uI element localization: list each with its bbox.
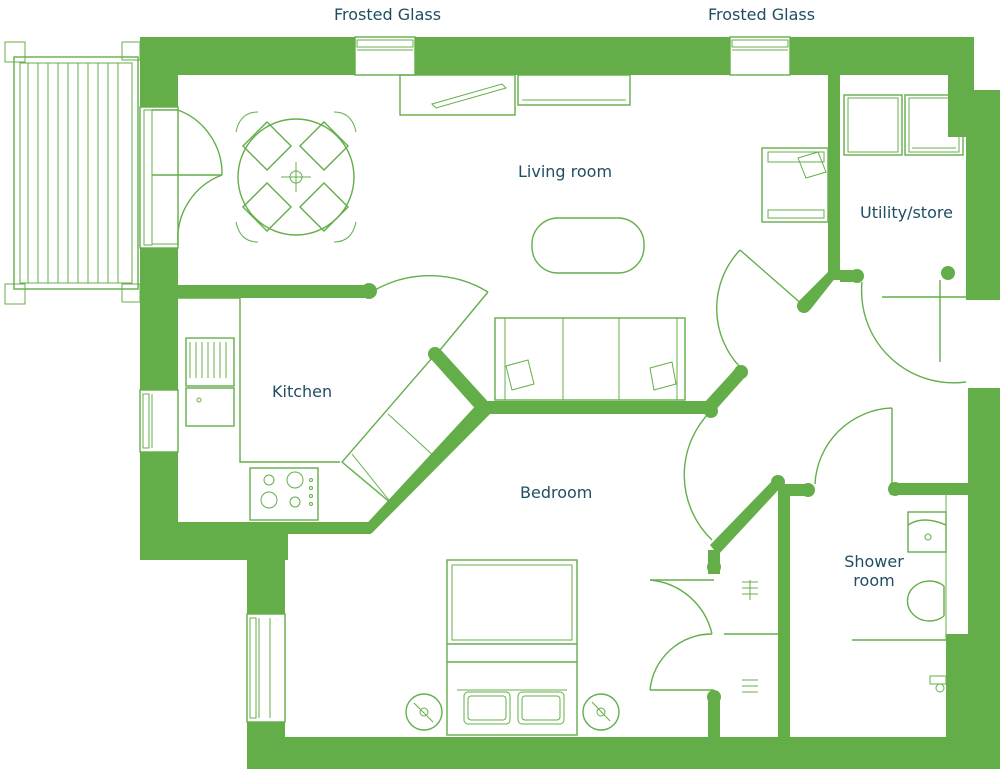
- armchair: [761, 147, 829, 223]
- wall-right-shower: [968, 388, 1000, 638]
- dining-set: [235, 111, 357, 243]
- label-bedroom: Bedroom: [520, 483, 593, 502]
- wall-left-upper: [140, 37, 178, 107]
- utility-appliances: [843, 94, 964, 156]
- label-shower-room: Shower room: [843, 552, 905, 590]
- wall-utility-left: [828, 75, 840, 280]
- sofa: [494, 317, 686, 401]
- wall-shower-top: [890, 483, 968, 495]
- wall-wardrobe-left: [708, 550, 720, 574]
- label-frosted-glass-right: Frosted Glass: [708, 5, 816, 24]
- wall-bedroom-top: [480, 401, 710, 414]
- label-shower-room-line1: Shower: [844, 552, 904, 571]
- wall-wardrobe-bottom-stub: [708, 694, 720, 737]
- wall-right-bottom: [946, 634, 1000, 769]
- bedside-tables: [405, 693, 620, 731]
- wall-living-kitchen: [178, 285, 370, 298]
- label-kitchen: Kitchen: [272, 382, 333, 401]
- wall-top: [140, 37, 974, 75]
- wall-living-bedroom-diag: [704, 368, 746, 414]
- label-frosted-glass-left: Frosted Glass: [334, 5, 442, 24]
- shower-fittings: [852, 495, 947, 693]
- wall-shower-left: [778, 484, 790, 737]
- wall-wardrobe-diag: [710, 477, 783, 555]
- bed: [446, 559, 578, 736]
- wall-kitchen-bedroom: [285, 522, 371, 534]
- label-living-room: Living room: [518, 162, 613, 181]
- balcony: [4, 41, 223, 305]
- windows: [139, 36, 791, 723]
- coffee-table: [531, 217, 645, 274]
- wall-utility-diag: [798, 272, 840, 310]
- wall-kitchen-diag-upper: [430, 350, 491, 414]
- kitchen-fittings: [178, 297, 481, 521]
- wall-bottom: [247, 737, 1000, 769]
- wall-left-mid: [140, 248, 178, 390]
- wardrobe-hangers: [742, 580, 758, 693]
- doors: [374, 249, 968, 691]
- wall-right-utility: [966, 90, 1000, 300]
- wall-bedroom-left-upper: [247, 522, 285, 614]
- tv-unit: [399, 74, 631, 116]
- label-utility-store: Utility/store: [860, 203, 953, 222]
- outer-walls: [140, 37, 1000, 769]
- label-shower-room-line2: room: [853, 571, 895, 590]
